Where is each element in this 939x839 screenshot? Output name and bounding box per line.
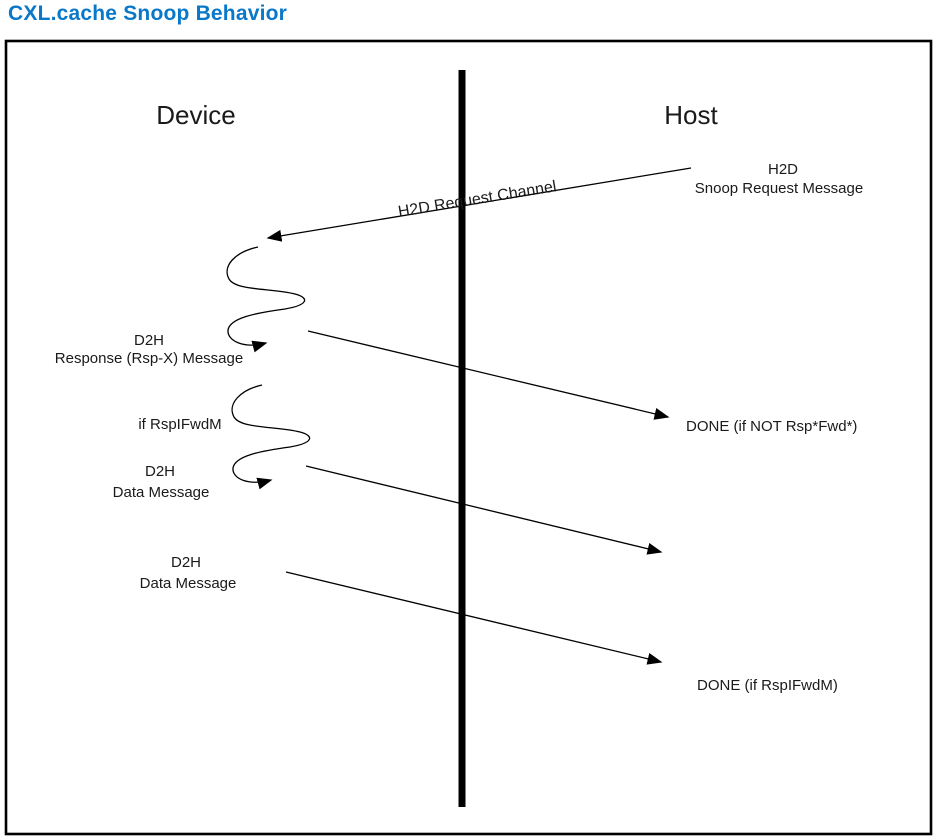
done-not-rspfwd-label: DONE (if NOT Rsp*Fwd*) [686,418,857,435]
device-column-label: Device [156,100,235,130]
arrow-h2d-snoop-request [266,167,692,242]
d2h-response-label-line1: D2H [134,332,164,349]
done-rspifwdm-label: DONE (if RspIFwdM) [697,677,838,694]
d2h-data2-label-line2: Data Message [140,575,237,592]
h2d-snoop-request-label-line2: Snoop Request Message [695,180,863,197]
arrow-d2h-data-2 [285,571,663,665]
h2d-request-channel-label: H2D Request Channel [397,178,558,221]
arrow-d2h-response [307,330,670,420]
d2h-data1-label-line1: D2H [145,463,175,480]
d2h-data1-label-line2: Data Message [113,484,210,501]
host-column-label: Host [664,100,718,130]
d2h-data2-label-line1: D2H [171,554,201,571]
if-rspifwdm-label: if RspIFwdM [138,416,221,433]
processing-squiggle-2 [231,384,311,490]
page-title: CXL.cache Snoop Behavior [8,2,288,25]
arrow-d2h-data-1 [305,465,663,555]
diagram-border [4,39,933,836]
d2h-response-label-line2: Response (Rsp-X) Message [55,350,243,367]
processing-squiggle-1 [226,246,306,353]
h2d-snoop-request-label-line1: H2D [768,161,798,178]
